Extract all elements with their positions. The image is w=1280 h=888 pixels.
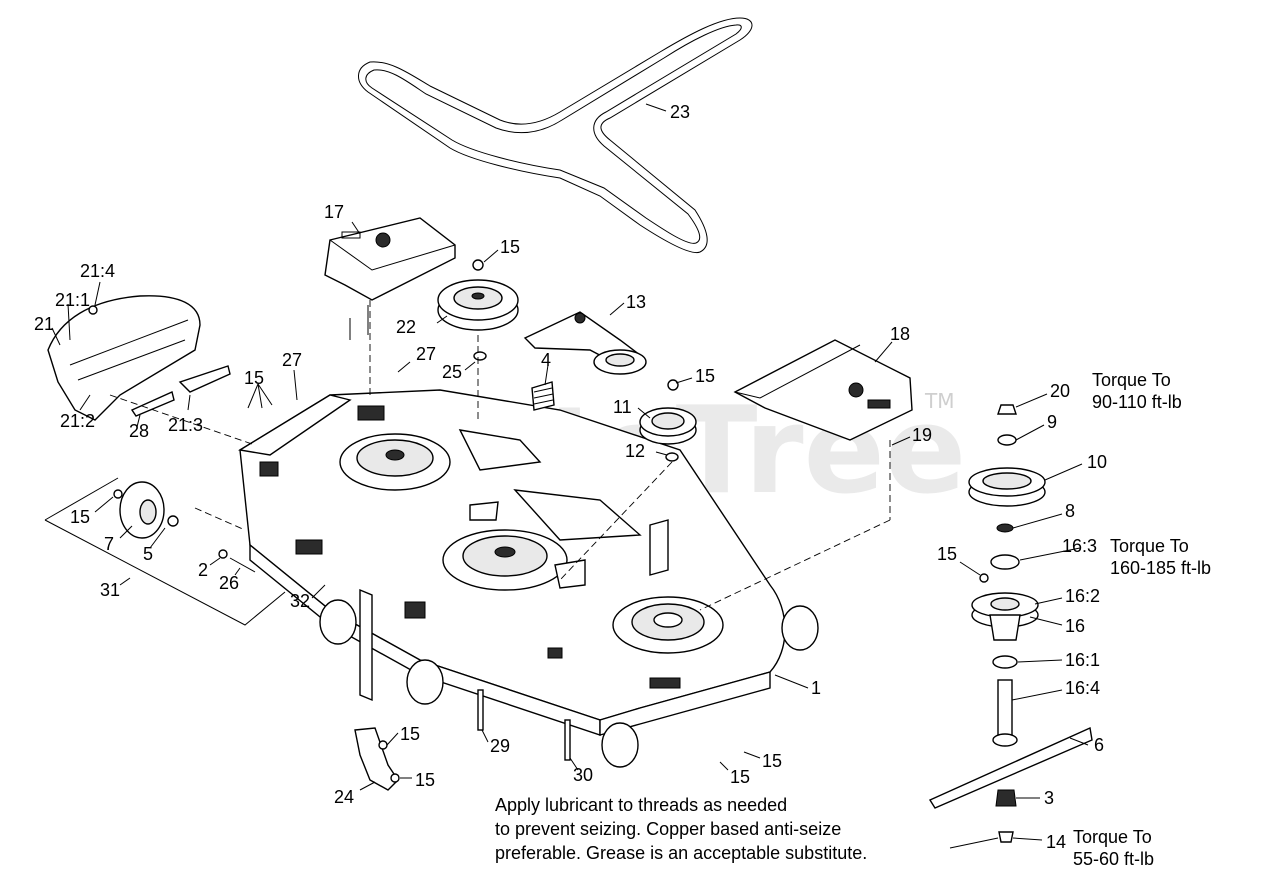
callout-16-2: 16:2	[1065, 586, 1100, 606]
callout-15-wheel: 15	[70, 507, 90, 527]
part-belt	[358, 17, 753, 254]
callout-21: 21	[34, 314, 54, 334]
callout-32: 32	[290, 591, 310, 611]
callout-15-bracket-top: 15	[400, 724, 420, 744]
callout-16-1: 16:1	[1065, 650, 1100, 670]
callout-27-left: 27	[282, 350, 302, 370]
callout-27-right: 27	[416, 344, 436, 364]
callout-7: 7	[104, 534, 114, 554]
callout-19: 19	[912, 425, 932, 445]
callout-15-pulley: 15	[695, 366, 715, 386]
callout-15-bracket-bottom: 15	[415, 770, 435, 790]
torque-note-14-line2: 55-60 ft-lb	[1073, 849, 1154, 869]
callout-8: 8	[1065, 501, 1075, 521]
callout-23: 23	[670, 102, 690, 122]
callout-16: 16	[1065, 616, 1085, 636]
part-idler-pulley-22	[437, 259, 519, 361]
assembly-lines	[109, 300, 891, 611]
callout-15-deck-right: 15	[762, 751, 782, 771]
part-mower-deck	[238, 389, 819, 768]
callout-1: 1	[811, 678, 821, 698]
callout-21-3: 21:3	[168, 415, 203, 435]
callout-labels: 17 15 22 13 4 15 11 12 18 19 23 25 15 27…	[34, 102, 1107, 852]
callout-15-bolts: 15	[244, 368, 264, 388]
callout-29: 29	[490, 736, 510, 756]
callout-31: 31	[100, 580, 120, 600]
callout-16-3: 16:3	[1062, 536, 1097, 556]
callout-21-4: 21:4	[80, 261, 115, 281]
part-spindle-assembly	[928, 404, 1093, 843]
lubricant-note-line1: Apply lubricant to threads as needed	[495, 795, 787, 815]
callout-28: 28	[129, 421, 149, 441]
callout-21-2: 21:2	[60, 411, 95, 431]
callout-15-deck-left: 15	[730, 767, 750, 787]
lubricant-note-line3: preferable. Grease is an acceptable subs…	[495, 843, 867, 863]
part-discharge-guard-21	[47, 295, 231, 421]
lubricant-note-line2: to prevent seizing. Copper based anti-se…	[495, 819, 841, 839]
callout-12: 12	[625, 441, 645, 461]
part-bracket-24	[354, 727, 400, 791]
callout-24: 24	[334, 787, 354, 807]
callout-20: 20	[1050, 381, 1070, 401]
part-belt-cover-left	[324, 217, 456, 340]
torque-note-14-line1: Torque To	[1073, 827, 1152, 847]
torque-note-16-3-line1: Torque To	[1110, 536, 1189, 556]
callout-2: 2	[198, 560, 208, 580]
callout-4: 4	[541, 350, 551, 370]
callout-13: 13	[626, 292, 646, 312]
callout-17: 17	[324, 202, 344, 222]
callout-14: 14	[1046, 832, 1066, 852]
watermark-tm: TM	[924, 389, 954, 413]
callout-18: 18	[890, 324, 910, 344]
callout-6: 6	[1094, 735, 1104, 755]
part-anti-scalp-wheel-31	[44, 477, 286, 626]
callout-11: 11	[613, 397, 632, 417]
callout-21-1: 21:1	[55, 290, 90, 310]
torque-note-20-line1: Torque To	[1092, 370, 1171, 390]
part-pulley-11	[639, 379, 697, 462]
callout-16-4: 16:4	[1065, 678, 1100, 698]
torque-note-20-line2: 90-110 ft-lb	[1092, 392, 1182, 412]
part-belt-cover-right	[733, 339, 913, 441]
torque-note-16-3-line2: 160-185 ft-lb	[1110, 558, 1211, 578]
callout-15-top: 15	[500, 237, 520, 257]
callout-22: 22	[396, 317, 416, 337]
callout-9: 9	[1047, 412, 1057, 432]
callout-10: 10	[1087, 452, 1107, 472]
notes: Torque To 90-110 ft-lb Torque To 160-185…	[495, 370, 1211, 869]
callout-26: 26	[219, 573, 239, 593]
callout-15-spindle: 15	[937, 544, 957, 564]
part-idler-arm-13	[523, 311, 647, 375]
callout-25: 25	[442, 362, 462, 382]
callout-30: 30	[573, 765, 593, 785]
leader-lines	[51, 103, 1089, 849]
callout-5: 5	[143, 544, 153, 564]
callout-3: 3	[1044, 788, 1054, 808]
